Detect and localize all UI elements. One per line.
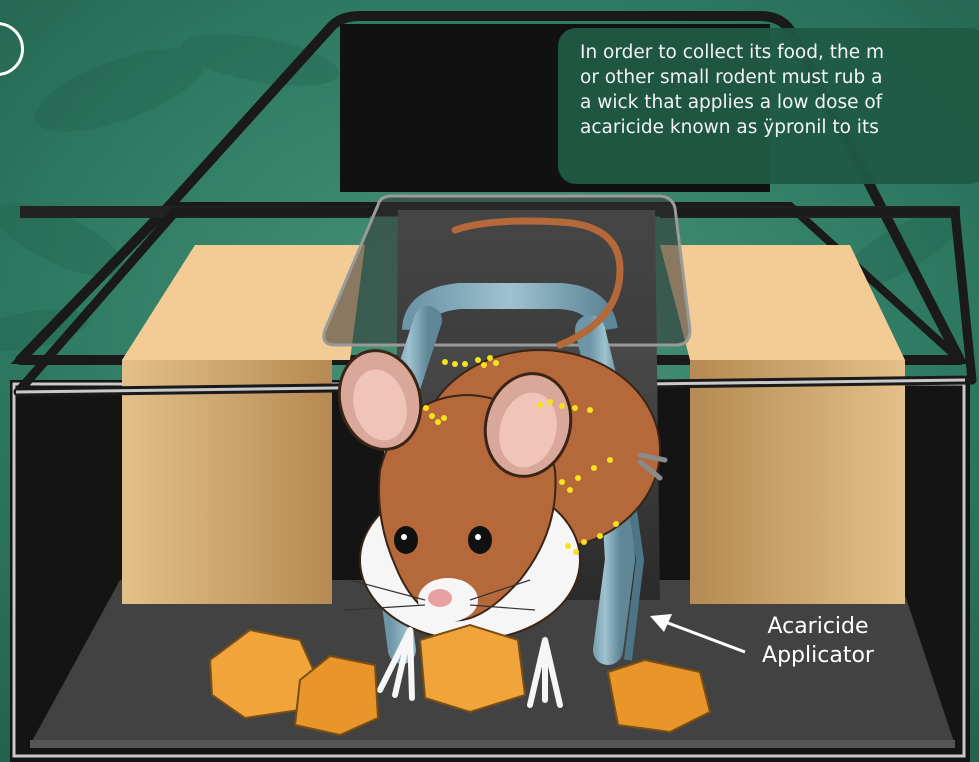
applicator-label-line-2: Applicator xyxy=(748,641,888,670)
floor-front xyxy=(30,740,955,748)
caption-line-4: acaricide known as ÿpronil to its xyxy=(580,115,979,140)
caption-line-1: In order to collect its food, the m xyxy=(580,40,979,65)
caption-line-3: a wick that applies a low dose of xyxy=(580,90,979,115)
caption-line-2: or other small rodent must rub a xyxy=(580,65,979,90)
applicator-label-line-1: Acaricide xyxy=(748,612,888,641)
bait-block-right xyxy=(660,245,905,604)
caption-box: In order to collect its food, the m or o… xyxy=(558,28,979,184)
applicator-label: Acaricide Applicator xyxy=(748,612,888,670)
